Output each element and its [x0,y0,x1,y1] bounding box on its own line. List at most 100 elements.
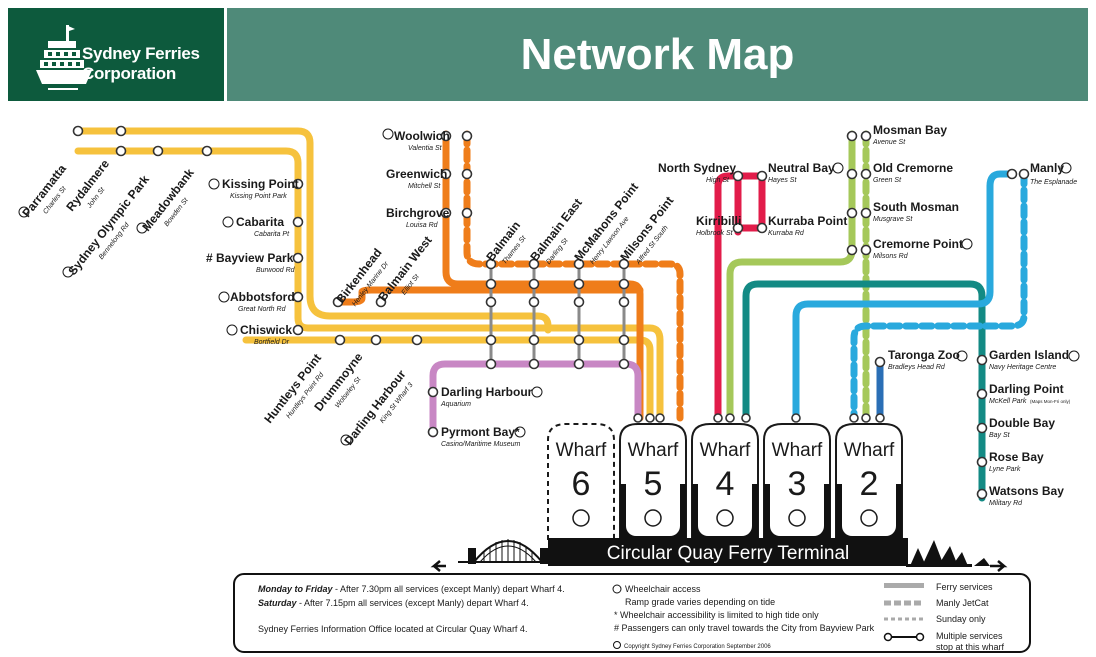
stop-marker-balmain-east[interactable] [528,258,540,270]
stop-marker-balmain-3[interactable] [485,296,497,308]
parramatta-route-line [74,127,552,334]
stop-marker-mcmahons-point-5[interactable] [573,358,585,370]
legend-sunday: Sunday only [936,614,986,624]
stop-marker-south-mosman-2[interactable] [860,207,872,219]
label-kirribilli: Kirribilli [696,214,741,228]
stop-marker-pyrmont-bay[interactable] [427,426,439,438]
stop-marker-milsons-point-5[interactable] [618,358,630,370]
legend-saturday-bold: Saturday [258,598,298,608]
stop-marker-watsons-bay[interactable] [976,488,988,500]
stop-marker-parramatta[interactable] [72,125,84,137]
stop-marker-woolwich-2[interactable] [461,130,473,142]
stop-marker-balmain-5[interactable] [485,358,497,370]
stop-marker-meadowbank[interactable] [201,145,213,157]
label-cabarita: Cabarita [236,215,284,229]
arrow-right-icon [990,560,1008,572]
stop-marker-greenwich[interactable] [440,168,452,180]
stop-marker-birchgrove-2[interactable] [461,207,473,219]
stop-marker-mcmahons-point[interactable] [573,258,585,270]
stop-marker-manly[interactable] [1006,168,1018,180]
stop-marker-rose-bay[interactable] [976,456,988,468]
stop-marker-mosman-bay-2[interactable] [860,130,872,142]
stop-marker-kurraba-point[interactable] [756,222,768,234]
stop-marker-huntleys-point[interactable] [334,334,346,346]
stop-marker-drummoyne[interactable] [370,334,382,346]
stop-marker-kissing-point[interactable] [292,178,304,190]
legend-multiple-2: stop at this wharf [936,642,1005,652]
stop-marker-balmain[interactable] [485,258,497,270]
stop-marker-chiswick[interactable] [292,324,304,336]
stop-marker-north-sydney[interactable] [732,170,744,182]
stop-marker-milsons-point[interactable] [618,258,630,270]
label-darling-harbour-aquarium-street: Aquarium [440,401,471,408]
stop-marker-milsons-point-3[interactable] [618,296,630,308]
stop-marker-garden-island[interactable] [976,354,988,366]
stop-marker-balmain-2[interactable] [485,278,497,290]
stop-marker-darling-point[interactable] [976,388,988,400]
stop-marker-olympic-park-2[interactable] [152,145,164,157]
stop-marker-milsons-point-2[interactable] [618,278,630,290]
header-title-panel: Network Map [227,8,1088,101]
label-kirribilli-street: Holbrook St [696,230,734,237]
stop-marker-south-mosman[interactable] [846,207,858,219]
stop-marker-darling-harbour-aquarium[interactable] [427,386,439,398]
label-kurraba-point-street: Kurraba Rd [768,230,805,237]
wharf-6-label: Wharf [556,440,607,461]
wharf-6-wheelchair-icon [572,509,590,527]
balmain-cross-lines [489,262,626,366]
legend-copyright: Copyright Sydney Ferries Corporation Sep… [624,644,771,650]
label-woolwich-street: Valentia St [408,145,443,152]
label-mosman-bay: Mosman Bay [873,123,947,137]
stop-marker-balmain-east-4[interactable] [528,334,540,346]
label-darling-point: Darling Point [989,382,1064,396]
stop-marker-bayview-park[interactable] [292,252,304,264]
stop-marker-balmain-east-5[interactable] [528,358,540,370]
stop-marker-mosman-bay[interactable] [846,130,858,142]
stop-marker-double-bay[interactable] [976,422,988,434]
stop-marker-woolwich[interactable] [440,130,452,142]
stop-marker-balmain-east-2[interactable] [528,278,540,290]
stop-marker-wharf4-c [741,413,751,423]
stop-marker-greenwich-2[interactable] [461,168,473,180]
stop-marker-birchgrove[interactable] [440,207,452,219]
stop-marker-kirribilli[interactable] [732,222,744,234]
stop-marker-cabarita[interactable] [292,216,304,228]
org-name-line1: Sydney Ferries [82,44,200,63]
legend-jetcat: Manly JetCat [936,598,989,608]
stop-marker-neutral-bay[interactable] [756,170,768,182]
stop-marker-olympic-park[interactable] [115,145,127,157]
stop-marker-birkenhead[interactable] [332,296,344,308]
stop-marker-cremorne-point[interactable] [846,244,858,256]
stop-marker-rydalmere[interactable] [115,125,127,137]
label-double-bay-street: Bay St [989,432,1011,439]
stop-marker-cremorne-point-2[interactable] [860,244,872,256]
darling-harbour-route-line [429,360,642,438]
legend-bayview-note: # Passengers can only travel towards the… [614,623,875,633]
label-garden-island: Garden Island [989,348,1069,362]
stop-marker-manly-2[interactable] [1018,168,1030,180]
stop-marker-abbotsford[interactable] [292,291,304,303]
stop-marker-balmain-4[interactable] [485,334,497,346]
label-chiswick: Chiswick [240,323,292,337]
label-darling-harbour-king: Darling Harbour [341,367,408,448]
label-greenwich: Greenwich [386,167,447,181]
stop-marker-old-cremorne[interactable] [846,168,858,180]
stop-marker-mcmahons-point-2[interactable] [573,278,585,290]
stop-marker-balmain-west[interactable] [375,296,387,308]
label-double-bay: Double Bay [989,416,1055,430]
stop-marker-mcmahons-point-4[interactable] [573,334,585,346]
stop-marker-mcmahons-point-3[interactable] [573,296,585,308]
stop-marker-old-cremorne-2[interactable] [860,168,872,180]
wheelchair-icon [1060,162,1072,174]
legend-saturday-text: - After 7.15pm all services (except Manl… [297,598,529,608]
wharf-6-number: 6 [572,465,591,503]
wharf-3-label: Wharf [772,440,823,461]
stop-marker-balmain-east-3[interactable] [528,296,540,308]
terminal-bar [548,538,908,566]
stop-marker-darling-harbour-king[interactable] [411,334,423,346]
stop-marker-milsons-point-4[interactable] [618,334,630,346]
legend-info-office: Sydney Ferries Information Office locate… [258,624,527,634]
wharf-5-label: Wharf [628,440,679,461]
stop-marker-taronga-zoo[interactable] [874,356,886,368]
